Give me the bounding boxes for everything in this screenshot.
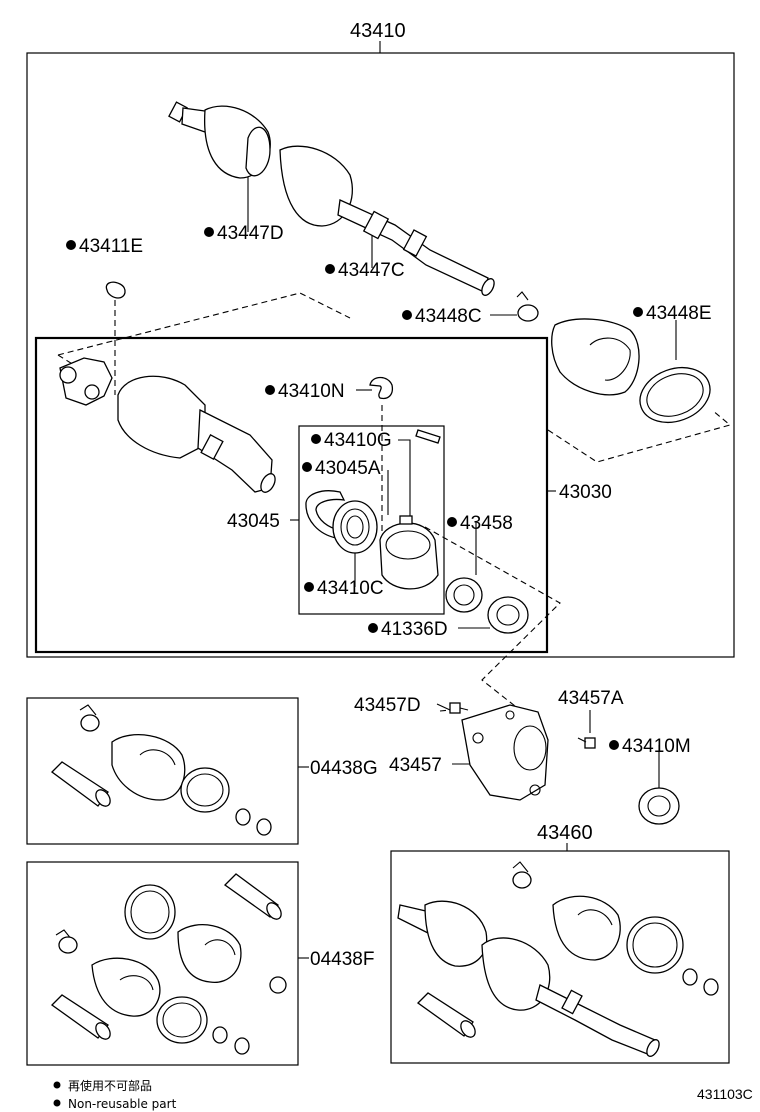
seal-43410M	[638, 787, 680, 825]
label-43457D: 43457D	[354, 695, 421, 716]
clamp-43448C	[516, 291, 539, 322]
label-43460: 43460	[537, 822, 593, 844]
label-43410C: 43410C	[317, 578, 384, 599]
inboard-joint-43030	[59, 357, 276, 493]
label-43410G: 43410G	[324, 430, 392, 451]
bracket-43457	[461, 704, 549, 801]
label-43447C: 43447C	[338, 260, 405, 281]
snap-ring-43410N	[369, 376, 394, 400]
drive-shaft-43410	[168, 101, 495, 296]
frame-43030	[34, 336, 549, 654]
label-43448C: 43448C	[415, 306, 482, 327]
label-04438G: 04438G	[310, 758, 378, 779]
bearing-43045	[332, 500, 378, 554]
label-43457A: 43457A	[558, 688, 624, 709]
boot-43448E	[551, 318, 711, 424]
boot-kit-04438F	[50, 873, 287, 1055]
label-43411E: 43411E	[79, 236, 143, 257]
label-41336D: 41336D	[381, 619, 448, 640]
frame-04438G	[26, 697, 299, 845]
label-43045A: 43045A	[315, 458, 381, 479]
legend-jp: 再使用不可部品	[68, 1078, 152, 1093]
label-43410: 43410	[350, 20, 406, 42]
diagram-code: 431103C	[697, 1086, 753, 1102]
pin-43410G	[415, 429, 441, 444]
legend-en: Non-reusable part	[68, 1097, 177, 1111]
label-43448E: 43448E	[646, 303, 712, 324]
label-04438F: 04438F	[310, 949, 374, 970]
boot-kit-04438G	[51, 704, 272, 836]
label-43447D: 43447D	[217, 223, 284, 244]
label-43045: 43045	[227, 511, 280, 532]
frame-43460	[390, 850, 730, 1064]
seal-43458	[445, 577, 483, 613]
seal-41336D	[487, 596, 529, 634]
bolt-43457A	[577, 737, 596, 749]
label-43457: 43457	[389, 755, 442, 776]
label-43410M: 43410M	[622, 736, 691, 757]
frame-04438F	[26, 861, 299, 1066]
clip-43411E	[105, 281, 126, 299]
label-43030: 43030	[559, 482, 612, 503]
bolt-43457D	[449, 702, 469, 714]
label-43410N: 43410N	[278, 381, 345, 402]
bracket-43410C	[379, 515, 439, 590]
label-43458: 43458	[460, 513, 513, 534]
ring-43045A	[305, 490, 346, 539]
legend: 再使用不可部品 Non-reusable part	[53, 1078, 177, 1111]
drive-shaft-43460	[397, 861, 719, 1057]
